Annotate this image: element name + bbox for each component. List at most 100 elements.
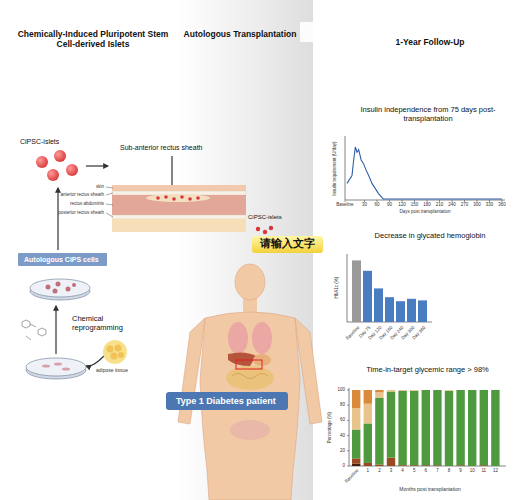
result-charts [464,200,465,202]
cell-band: Autologous CiPS cells [18,253,107,266]
result-charts [347,147,502,199]
result-charts [414,200,415,202]
result-charts [502,200,503,202]
islets-icon [36,150,78,181]
result-charts [389,200,390,202]
petri-dishes [53,289,58,294]
result-charts [349,466,506,467]
axis-title: HbA1c (%) [334,248,339,328]
watermark: 请输入文字 [252,236,323,253]
tick-label: 360 [492,202,512,207]
petri-dishes [107,345,125,360]
result-charts [352,430,360,459]
petri-dishes [118,352,124,358]
petri-dishes [72,283,76,287]
petri-dishes [46,282,77,294]
tick-label: 150 [405,202,425,207]
result-charts [345,136,506,466]
column-header: Chemically-Induced Pluripotent Stem Cell… [8,30,178,50]
tick-label: 8 [443,468,455,473]
patient-figure [228,322,248,354]
tick-label: 10 [466,468,478,473]
tissue-section [106,193,113,195]
tick-label: 80 [331,402,345,407]
part-label: adipose tissue [96,368,156,374]
result-charts [349,388,350,466]
tick-label: 0 [331,463,345,468]
tick-label: 330 [480,202,500,207]
tick-label: 40 [331,433,345,438]
axis-title: Days post transplantation [345,209,505,214]
tissue-section [106,187,113,188]
tick-label: 120 [392,202,412,207]
result-charts [364,404,372,424]
result-charts [398,391,406,465]
axis-title: Insulin requirement (U/day) [332,129,337,209]
axis-title: Months post transplantation [350,487,510,493]
result-charts [347,435,349,436]
tick-label: 2 [373,468,385,473]
tissue-section [164,195,168,199]
islets-icon [47,169,59,181]
tick-label: 6 [420,468,432,473]
tick-label: 60 [331,417,345,422]
result-charts [387,390,395,392]
tissue-section [269,226,273,230]
petri-dishes [107,346,114,353]
result-charts [347,466,349,467]
result-charts [407,299,416,322]
patient-figure [232,374,268,379]
result-charts [385,297,394,322]
process-arrows [86,356,104,366]
result-charts [345,200,505,201]
tissue-section [188,197,192,201]
layer-label: posterior rectus sheath [40,210,104,215]
chart-title: Decrease in glycated hemoglobin [350,232,510,241]
tick-label: 300 [467,202,487,207]
result-charts [375,392,383,397]
tissue-section [112,215,246,219]
result-charts [345,200,346,202]
petri-dishes [38,328,46,336]
petri-dishes [62,368,70,371]
petri-dishes [22,320,46,340]
result-charts [375,464,383,466]
layer-label: skin [40,184,104,189]
tick-label: Baseline [335,325,360,350]
result-charts [422,390,430,465]
result-charts [452,200,453,202]
background-band [300,14,345,50]
result-charts [375,398,383,465]
tick-label: 270 [455,202,475,207]
tick-label: Baseline [335,202,355,207]
result-charts [402,200,403,202]
process-arrows [86,165,108,166]
patient-figure [252,322,272,354]
result-charts [410,391,418,465]
patient-box: Type 1 Diabetes patient [166,392,288,410]
chart-title: Insulin independence from 75 days post-t… [352,106,504,123]
islets-icon [54,150,66,162]
layer-label: rectus abdominis [40,201,104,206]
result-charts [347,405,349,406]
part-label: CiPSC-islets [248,214,308,221]
petri-dishes [46,285,51,290]
tissue-section [106,204,113,205]
tissue-section [106,213,113,217]
petri-dishes [115,345,122,352]
result-charts [410,390,418,392]
petri-dishes [66,287,71,292]
result-charts [445,390,453,392]
result-charts [352,464,360,466]
patient-figure [236,360,262,369]
result-charts [439,200,440,202]
tick-label: 20 [331,448,345,453]
islets-icon [36,156,48,168]
result-charts [347,390,349,391]
part-label: Sub-anterior rectus sheath [120,144,230,152]
background-band [178,0,345,500]
process-arrows [55,306,56,354]
node-text: Autologous CiPS cells [24,256,101,263]
result-charts [480,390,488,465]
